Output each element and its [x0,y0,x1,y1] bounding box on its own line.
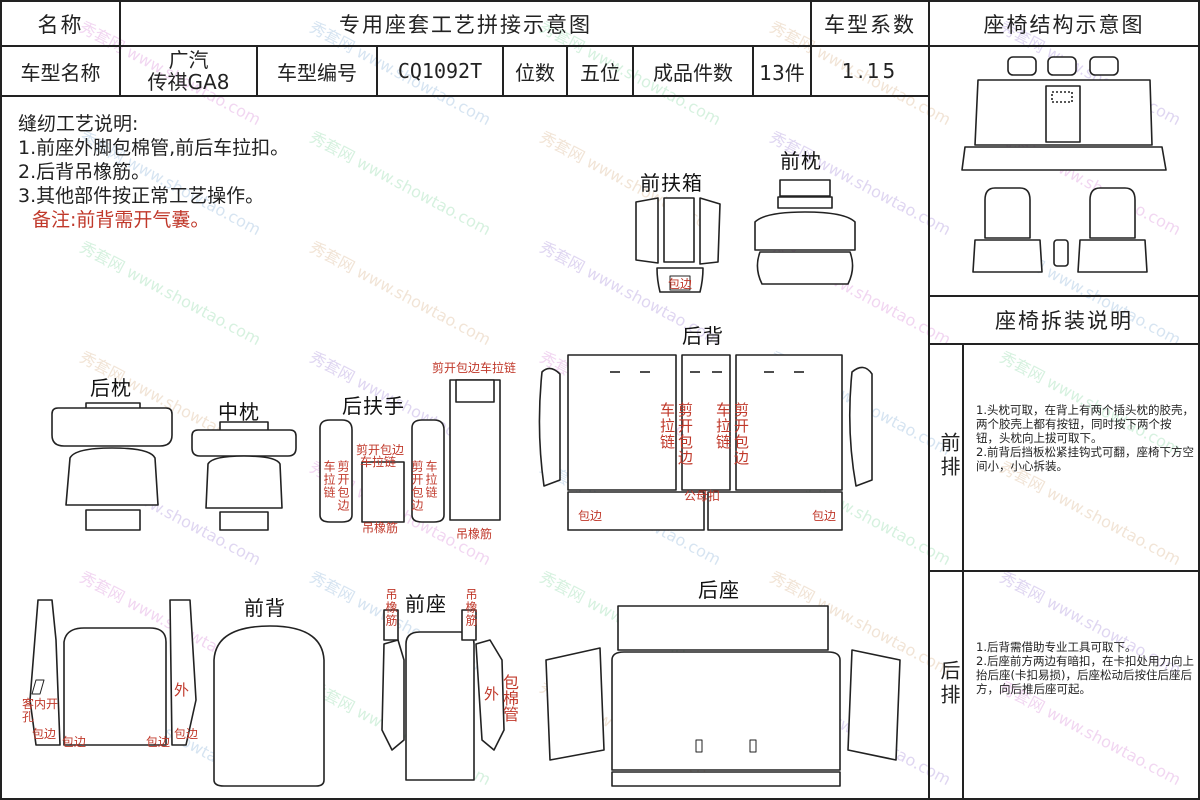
note-cut-zip-a: 剪开包边 [356,443,405,457]
note-rear-back-cut-left: 剪开包边 [676,402,694,466]
sewing-notes: 缝纫工艺说明: 1.前座外脚包棉管,前后车拉扣。 2.后背吊橡筋。 3.其他部件… [18,112,289,232]
note-rear-back-zip-left: 车拉链 [658,402,676,450]
model-name-value: 广汽 传祺GA8 [119,45,258,97]
front-armrest-pieces [635,197,721,293]
rear-back-pieces [538,354,873,531]
note-baobian-front-back-1: 包边 [32,727,57,741]
note-armrest-left-cut: 剪开包边 [336,460,350,512]
label-rear-armrest: 后扶手 [342,394,405,418]
note-baobian-rear-back-right: 包边 [812,509,837,523]
coef-label: 车型系数 [810,0,930,47]
rear-headrest-pieces [51,402,173,531]
front-row-text: 1.头枕可取，在背上有两个插头枕的胶壳，两个胶壳上都有按钮，同时按下两个按钮，头… [976,403,1194,473]
note-baobian-front-back-2: 包边 [62,735,87,749]
note-armrest-left-zip: 车拉链 [322,460,336,499]
rear-seat-pieces [545,605,901,787]
note-diao-xiangjin-armrest: 吊橡筋 [362,521,399,535]
label-front-armrest: 前扶箱 [640,171,703,195]
note-diao-xiangjin-box: 吊橡筋 [456,527,493,541]
note-gong-kou: 公母扣 [684,489,721,503]
label-rear-seat: 后座 [698,578,740,602]
note-baobian-front-back-3: 包边 [146,735,171,749]
note-baobian-front-back-4: 包边 [174,727,199,741]
note-wai-front-seat: 外 [484,685,500,703]
note-baobian-front-armrest: 包边 [668,277,693,291]
note-bao-mian-guan: 包棉管 [500,674,519,722]
notes-item-2: 2.后背吊橡筋。 [18,161,151,183]
seats-label: 位数 [502,45,568,97]
front-headrest-pieces [754,179,856,285]
note-rear-back-zip-right: 车拉链 [714,402,732,450]
model-series: 传祺GA8 [147,70,230,94]
notes-remark: 备注:前背需开气囊。 [32,209,210,231]
notes-item-3: 3.其他部件按正常工艺操作。 [18,185,265,207]
note-front-seat-elastic-right: 吊橡筋 [464,588,478,627]
front-back-pieces [29,599,325,787]
label-rear-headrest: 后枕 [90,376,132,400]
front-row-label: 前排 [937,432,961,480]
label-front-seat: 前座 [405,592,447,616]
note-front-seat-elastic-left: 吊橡筋 [384,588,398,627]
pieces-value: 13件 [752,45,812,97]
coef-value: 1.15 [810,45,930,97]
label-front-back: 前背 [244,596,286,620]
notes-item-1: 1.前座外脚包棉管,前后车拉扣。 [18,137,290,159]
rear-row-label: 后排 [937,660,961,708]
note-armrest-right-cut: 剪开包边 [410,460,424,512]
note-rear-back-cut-right: 剪开包边 [732,402,750,466]
rear-armrest-pieces [319,379,501,523]
model-brand: 广汽 [168,48,209,72]
note-baobian-rear-back-left: 包边 [578,509,603,523]
note-wai-front-back: 外 [174,681,190,699]
label-front-headrest: 前枕 [780,149,822,173]
middle-headrest-pieces [191,421,297,531]
seat-structure-illustration [961,56,1167,273]
note-cut-zip-b: 车拉链 [360,455,397,469]
rear-row-text-cell [962,570,1200,800]
notes-title: 缝纫工艺说明: [18,113,139,135]
rear-row-text: 1.后背需借助专业工具可取下。 2.后座前方两边有暗扣，在卡扣处用力向上抬后座(… [976,640,1194,696]
note-armrest-right-zip: 车拉链 [424,460,438,499]
front-seat-pieces [381,609,505,781]
label-middle-headrest: 中枕 [218,400,260,424]
label-rear-back: 后背 [682,324,724,348]
note-airbag-hole: 客内开孔 [22,697,59,724]
note-cut-edge-zip: 剪开包边车拉链 [432,361,517,375]
